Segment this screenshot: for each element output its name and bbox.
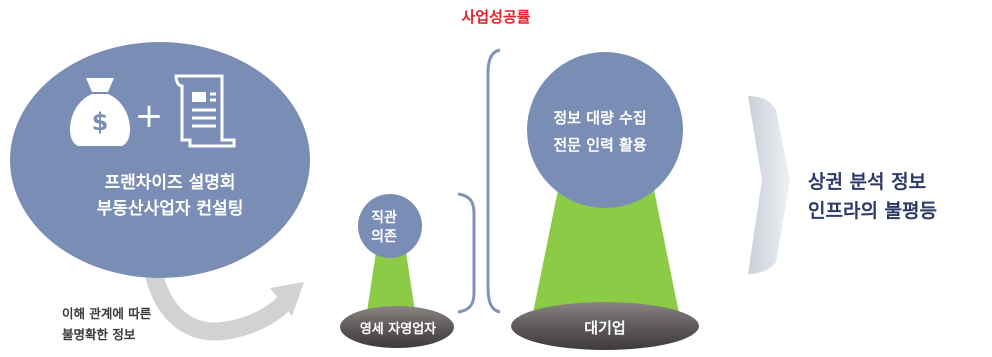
small-business-body <box>366 252 416 318</box>
conclusion-line2: 인프라의 불평등 <box>808 200 937 222</box>
small-head-line1: 직관 <box>371 210 397 226</box>
chart-title: 사업성공률 <box>461 8 531 26</box>
large-head-line1: 정보 대량 수집 <box>553 109 647 127</box>
large-head-line2: 전문 인력 활용 <box>553 136 647 154</box>
info-source-bubble <box>10 42 310 278</box>
large-business-head-label: 정보 대량 수집 전문 인력 활용 <box>520 105 680 159</box>
info-source-line1: 프랜차이즈 설명회 <box>104 173 236 193</box>
conclusion-line1: 상권 분석 정보 <box>808 171 927 193</box>
small-bracket <box>457 192 476 314</box>
curved-arrow-icon <box>141 237 298 341</box>
chevron-right-icon <box>748 96 790 274</box>
small-business-base-label: 영세 자영업자 <box>359 322 437 337</box>
plus-sign: + <box>134 96 164 136</box>
document-icon <box>174 74 236 148</box>
large-business-base-label: 대기업 <box>584 319 626 337</box>
large-business-base <box>511 302 699 350</box>
money-bag-icon <box>69 78 131 146</box>
small-business-base <box>340 306 454 348</box>
large-bracket <box>486 48 501 314</box>
small-business-head-label: 직관 의존 <box>354 209 414 247</box>
small-head-line2: 의존 <box>371 229 397 245</box>
curved-arrow-head <box>270 282 304 316</box>
info-source-label: 프랜차이즈 설명회 부동산사업자 컨설팅 <box>40 170 300 222</box>
arrow-note: 이해 관계에 따른 불명확한 정보 <box>62 303 202 345</box>
large-business-body <box>532 190 680 318</box>
conclusion-text: 상권 분석 정보 인프라의 불평등 <box>808 168 992 226</box>
money-bag-symbol: $ <box>91 108 109 136</box>
arrow-note-line2: 불명확한 정보 <box>62 327 136 342</box>
small-business-head <box>358 194 422 258</box>
info-source-line2: 부동산사업자 컨설팅 <box>96 199 244 219</box>
large-business-head <box>527 52 683 208</box>
arrow-note-line1: 이해 관계에 따른 <box>62 306 152 321</box>
